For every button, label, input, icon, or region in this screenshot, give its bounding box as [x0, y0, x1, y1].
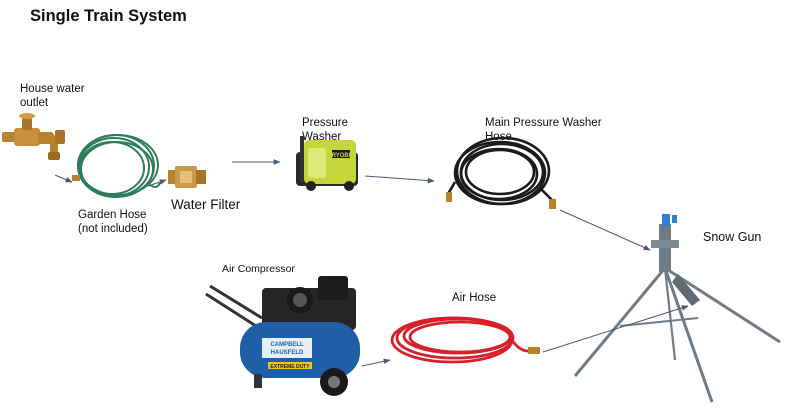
washer-brand-text: RYOBI — [332, 153, 351, 159]
compressor-brand-line2: HAUSFELD — [271, 350, 304, 356]
arrow-compressor-to-airhose — [361, 358, 391, 367]
air-hose-label: Air Hose — [452, 292, 497, 304]
arrow-washer-to-pwhose — [364, 175, 435, 184]
snow-gun-label: Snow Gun — [703, 230, 762, 244]
air-compressor-label: Air Compressor — [222, 263, 295, 275]
page-title: Single Train System — [30, 7, 187, 25]
garden-hose-image — [72, 134, 161, 198]
arrow-outlet-to-hose — [54, 174, 73, 183]
compressor-model-text: EXTREME DUTY — [270, 364, 310, 370]
arrow-pwhose-to-snowgun — [559, 209, 651, 251]
pressure-washer-image: RYOBI — [296, 136, 358, 191]
compressor-brand-line1: CAMPBELL — [270, 342, 304, 348]
flow-arrows — [54, 159, 689, 367]
air-compressor-image: CAMPBELL HAUSFELD EXTREME DUTY — [205, 276, 360, 396]
water-filter-image — [168, 166, 206, 188]
arrow-airhose-to-snowgun — [542, 305, 689, 353]
water-filter-label: Water Filter — [171, 197, 241, 212]
house-water-outlet-image — [2, 113, 65, 160]
arrow-hose-to-filter — [147, 179, 167, 187]
house-water-outlet-label: House water outlet — [20, 83, 85, 110]
main-pressure-washer-hose-image — [446, 136, 556, 209]
main-pressure-washer-hose-label: Main Pressure Washer Hose — [485, 117, 602, 144]
snow-gun-image — [573, 214, 781, 403]
air-hose-image — [390, 316, 540, 364]
garden-hose-label: Garden Hose (not included) — [78, 209, 148, 236]
